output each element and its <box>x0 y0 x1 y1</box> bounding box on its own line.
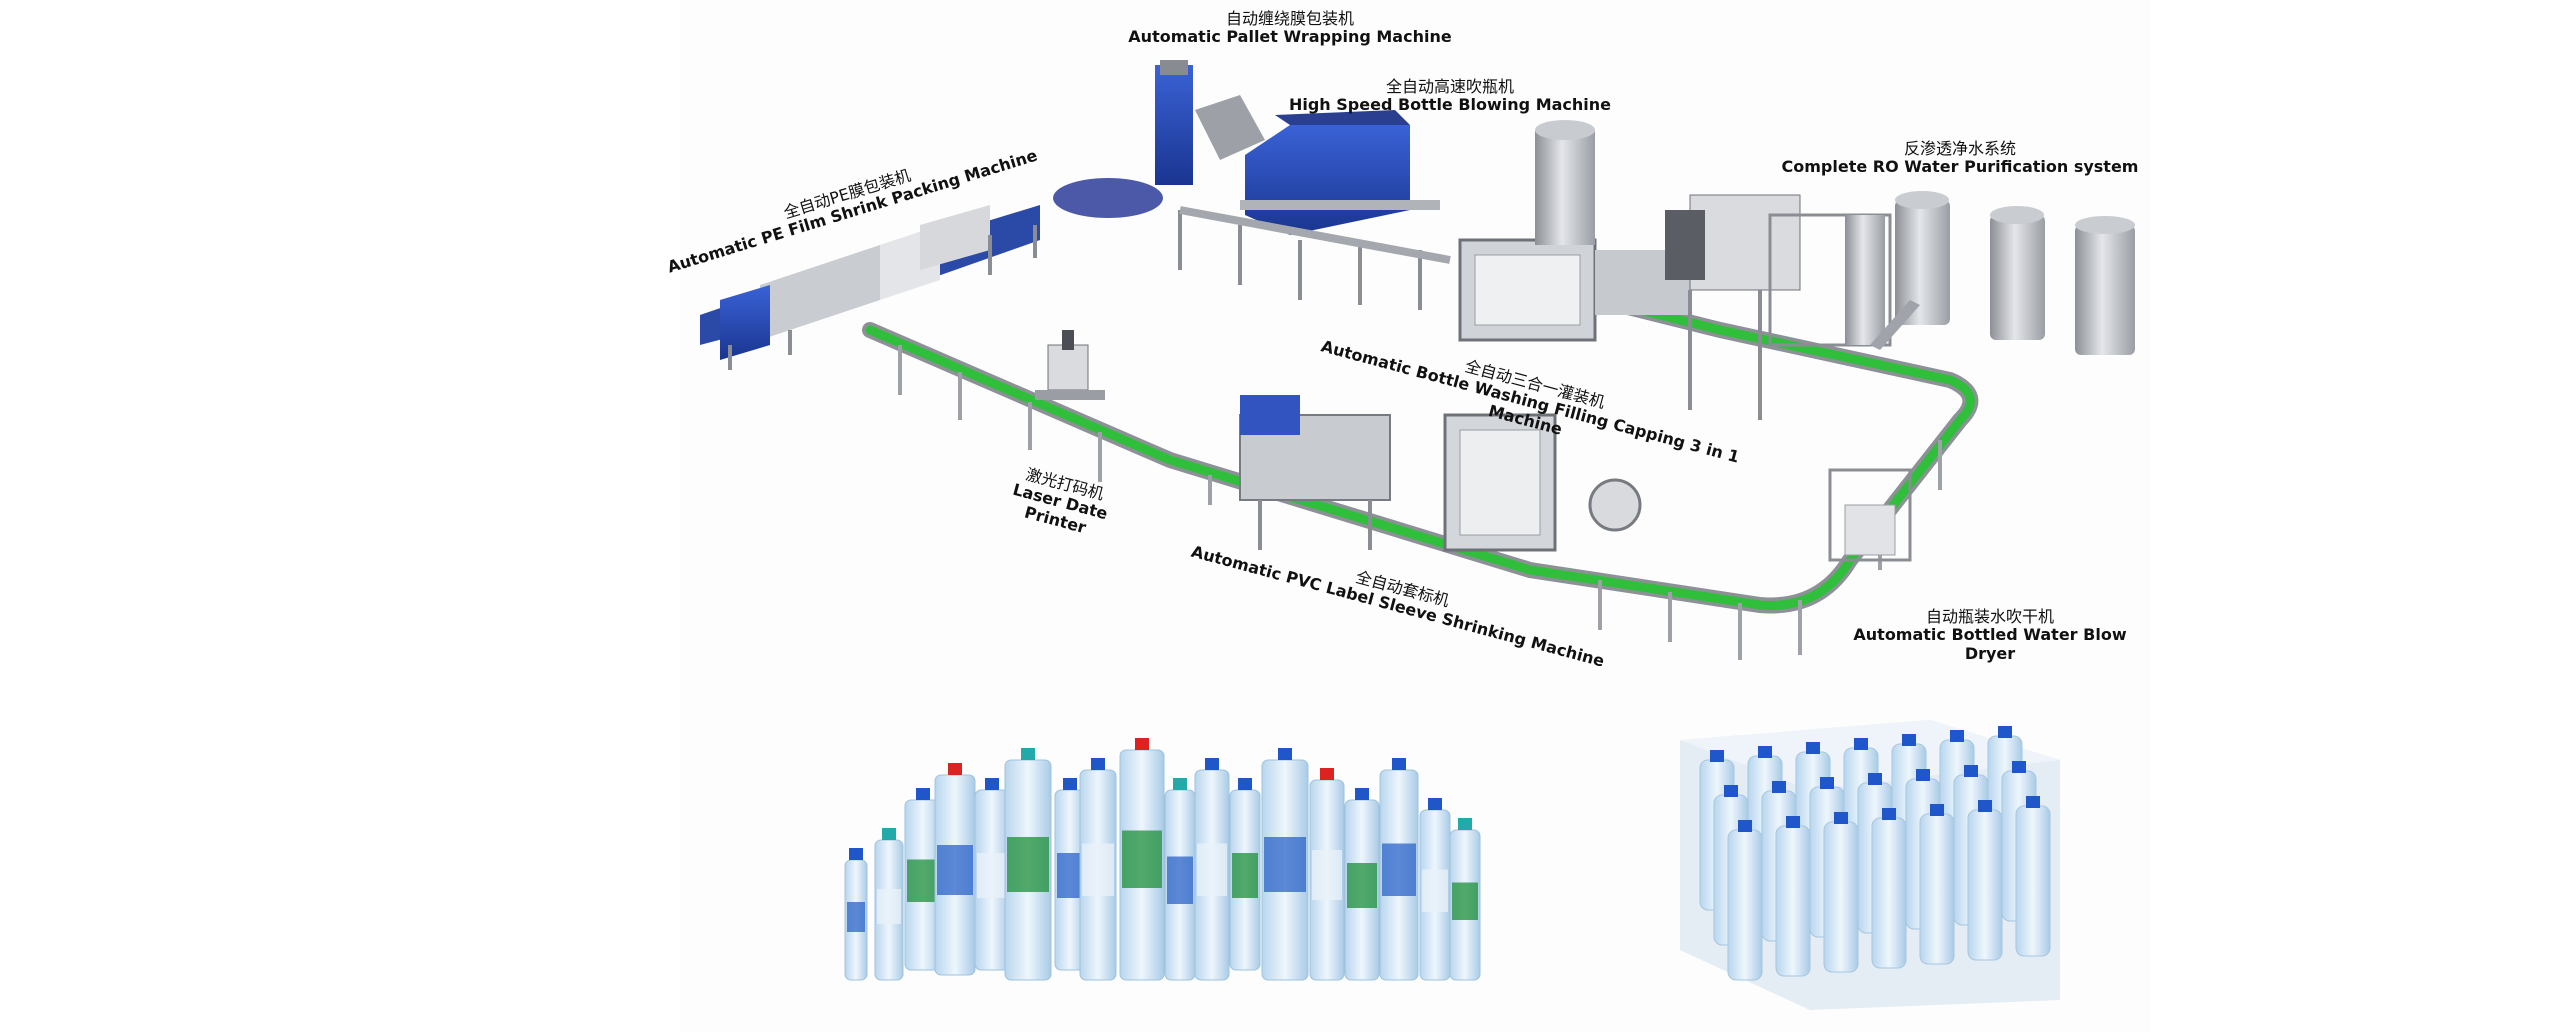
bottle-cap <box>1278 748 1292 760</box>
label-pallet-wrapper-en: Automatic Pallet Wrapping Machine <box>1128 27 1452 47</box>
pack-bottle-cap <box>1820 777 1834 789</box>
bottle-label <box>1057 853 1083 898</box>
pack-bottle-cap <box>1882 808 1896 820</box>
left-margin <box>0 0 680 1032</box>
pack-bottle-cap <box>1950 730 1964 742</box>
label-bottle-blower-cn: 全自动高速吹瓶机 <box>1385 77 1514 96</box>
pack-bottle-cap <box>1868 773 1882 785</box>
pack-bottle <box>1727 829 1763 981</box>
bottle-label <box>1264 837 1306 892</box>
pack-bottle <box>1775 825 1811 977</box>
label-pallet-wrapper: 自动缠绕膜包装机 Automatic Pallet Wrapping Machi… <box>1020 9 1560 47</box>
shrink-wrapped-pack <box>1680 720 2060 1010</box>
pack-bottle-cap <box>1758 746 1772 758</box>
bottle-cap <box>1063 778 1077 790</box>
bottle-label <box>877 889 901 924</box>
bottle-cap <box>882 828 896 840</box>
production-line-illustration <box>700 60 2135 1010</box>
pack-bottle-cap <box>1806 742 1820 754</box>
bottle-label <box>1232 853 1258 898</box>
bottle-label <box>1422 869 1448 912</box>
bottle-cap <box>1392 758 1406 770</box>
pack-bottle-cap <box>1998 726 2012 738</box>
bottle-cap <box>948 763 962 775</box>
bottle-cap <box>1173 778 1187 790</box>
label-sleeve-machine <box>1239 395 1642 552</box>
pack-bottle-cap <box>1854 738 1868 750</box>
label-blow-dryer-en: Automatic Bottled Water Blow Dryer <box>1853 625 2127 663</box>
pack-bottle <box>1823 821 1859 973</box>
bottle-cap <box>849 848 863 860</box>
bottle-label <box>1347 863 1377 908</box>
bottle-blowing-machine <box>1178 110 1451 310</box>
bottle-cap <box>1021 748 1035 760</box>
bottle-cap <box>1135 738 1149 750</box>
filling-machine-3in1 <box>1458 120 1801 420</box>
pack-bottle <box>1967 809 2003 961</box>
pack-bottle-cap <box>1738 820 1752 832</box>
bottle-label <box>977 853 1007 898</box>
bottle-label <box>937 845 973 895</box>
bottle-label <box>1082 843 1114 896</box>
pallet-wrapping-machine <box>1053 60 1265 218</box>
bottle-cap <box>1458 818 1472 830</box>
label-bottle-blower: 全自动高速吹瓶机 High Speed Bottle Blowing Machi… <box>1240 77 1660 115</box>
pack-bottle-cap <box>1978 800 1992 812</box>
label-ro-system-en: Complete RO Water Purification system <box>1781 157 2139 177</box>
main-illustration-area: 自动缠绕膜包装机 Automatic Pallet Wrapping Machi… <box>665 0 2150 1032</box>
bottle-label <box>1122 830 1162 888</box>
pack-bottle-cap <box>1834 812 1848 824</box>
bottle-product-group <box>844 738 1481 981</box>
laser-date-printer <box>1035 330 1105 400</box>
label-pallet-wrapper-cn: 自动缠绕膜包装机 <box>1225 9 1354 28</box>
ro-water-tanks <box>1768 191 2135 355</box>
bottle-cap <box>1320 768 1334 780</box>
bottle-cap <box>985 778 999 790</box>
bottle-cap <box>1428 798 1442 810</box>
bottle-label <box>1007 837 1049 892</box>
conveyor-belt <box>865 295 1975 610</box>
bottle-label <box>1382 843 1416 896</box>
label-blow-dryer-cn: 自动瓶装水吹干机 <box>1925 607 2054 626</box>
pack-bottle-cap <box>1786 816 1800 828</box>
bottle-label <box>907 859 939 902</box>
bottle-label <box>1452 882 1478 920</box>
pack-bottle-cap <box>2026 796 2040 808</box>
bottle-cap <box>1238 778 1252 790</box>
shrink-packing-machine <box>700 205 1040 370</box>
label-ro-system-cn: 反渗透净水系统 <box>1903 139 2016 158</box>
pack-bottles <box>1699 726 2051 981</box>
pack-bottle-cap <box>1724 785 1738 797</box>
pack-bottle <box>2015 805 2051 957</box>
blow-dryer <box>1828 468 1912 562</box>
pack-bottle-cap <box>1710 750 1724 762</box>
bottle-label <box>847 902 865 932</box>
bottle-cap <box>1091 758 1105 770</box>
bottle-cap <box>916 788 930 800</box>
pack-bottle-cap <box>2012 761 2026 773</box>
pack-bottle <box>1919 813 1955 965</box>
bottle-cap <box>1355 788 1369 800</box>
label-blow-dryer: 自动瓶装水吹干机 Automatic Bottled Water Blow Dr… <box>1830 607 2150 663</box>
bottle-label <box>1167 856 1193 904</box>
pack-bottle-cap <box>1930 804 1944 816</box>
bottle-cap <box>1205 758 1219 770</box>
pack-bottle-cap <box>1902 734 1916 746</box>
pack-bottle-cap <box>1772 781 1786 793</box>
label-bottle-blower-en: High Speed Bottle Blowing Machine <box>1288 95 1612 115</box>
bottle-label <box>1312 850 1342 900</box>
pack-bottle-cap <box>1916 769 1930 781</box>
pack-bottle-cap <box>1964 765 1978 777</box>
bottle-label <box>1197 843 1227 896</box>
right-margin <box>2150 0 2560 1032</box>
pack-bottle <box>1871 817 1907 969</box>
label-ro-system: 反渗透净水系统 Complete RO Water Purification s… <box>1760 139 2160 177</box>
